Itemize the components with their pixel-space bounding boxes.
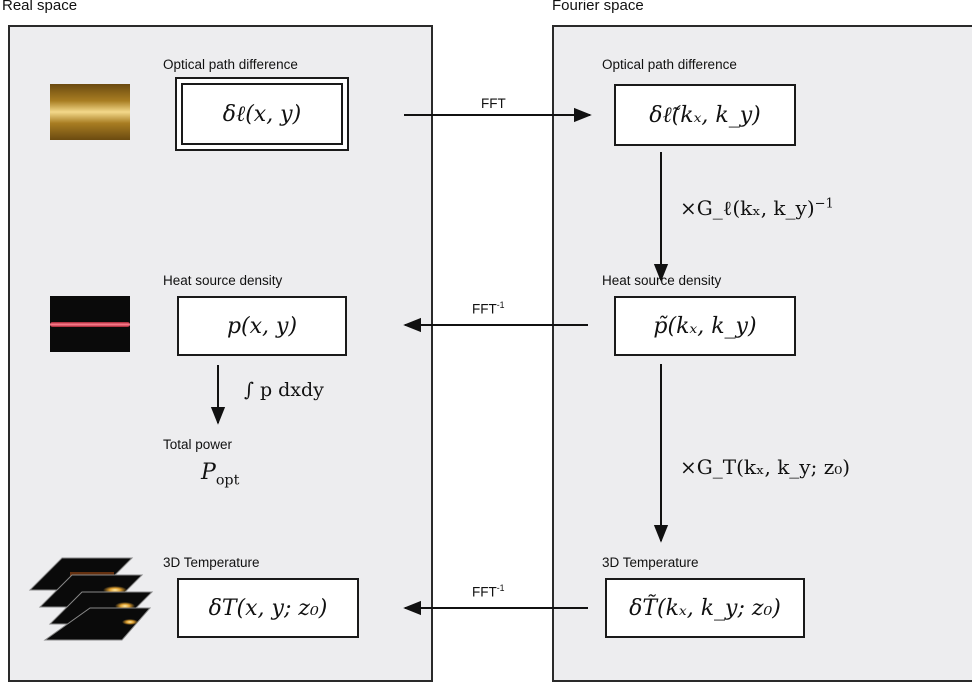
fourier-space-heading: Fourier space — [552, 0, 644, 14]
fourier-temp-label: 3D Temperature — [602, 555, 699, 570]
optical-path-thumbnail — [50, 84, 130, 140]
real-heat-expression: p(x, y) — [226, 313, 298, 339]
fft-label: FFT — [481, 96, 506, 111]
ifft-temp-base: FFT — [472, 584, 497, 600]
green-l-expression: ×G_ℓ(kₓ, k_y)−1 — [680, 196, 834, 221]
real-temp-label: 3D Temperature — [163, 555, 260, 570]
green-t-expression: ×G_T(kₓ, k_y; z₀) — [680, 455, 851, 479]
fourier-temp-box: δT̃(kₓ, k_y; z₀) — [605, 578, 805, 638]
total-power-label: Total power — [163, 437, 233, 452]
ifft-heat-base: FFT — [472, 301, 497, 317]
total-power-symbol: P — [201, 460, 216, 485]
fourier-temp-expression: δT̃(kₓ, k_y; z₀) — [629, 595, 781, 621]
heat-source-thumbnail — [50, 296, 130, 352]
real-opd-expression: δℓ(x, y) — [222, 102, 302, 127]
real-opd-label: Optical path difference — [163, 57, 298, 72]
real-temp-expression: δT(x, y; z₀) — [208, 595, 328, 621]
ifft-heat-sup: -1 — [496, 300, 505, 310]
fourier-opd-expression: δℓ̃(kₓ, k_y) — [649, 103, 761, 128]
total-power-expression: Popt — [201, 460, 239, 488]
fourier-heat-label: Heat source density — [602, 273, 722, 288]
fourier-opd-box: δℓ̃(kₓ, k_y) — [614, 84, 796, 146]
real-temp-box: δT(x, y; z₀) — [177, 578, 359, 638]
integral-expression: ∫ p dxdy — [244, 379, 324, 401]
ifft-label-heat: FFT-1 — [472, 300, 505, 317]
green-l-superscript: −1 — [814, 196, 834, 212]
real-opd-box: δℓ(x, y) — [175, 77, 349, 151]
green-l-main: ×G_ℓ(kₓ, k_y) — [680, 196, 815, 220]
real-heat-box: p(x, y) — [177, 296, 347, 356]
ifft-label-temp: FFT-1 — [472, 583, 505, 600]
fourier-heat-expression: p̃(kₓ, k_y) — [653, 313, 757, 339]
total-power-subscript: opt — [215, 472, 240, 489]
fourier-opd-label: Optical path difference — [602, 57, 737, 72]
fourier-heat-box: p̃(kₓ, k_y) — [614, 296, 796, 356]
real-space-heading: Real space — [2, 0, 78, 14]
ifft-temp-sup: -1 — [496, 583, 505, 593]
real-heat-label: Heat source density — [163, 273, 283, 288]
